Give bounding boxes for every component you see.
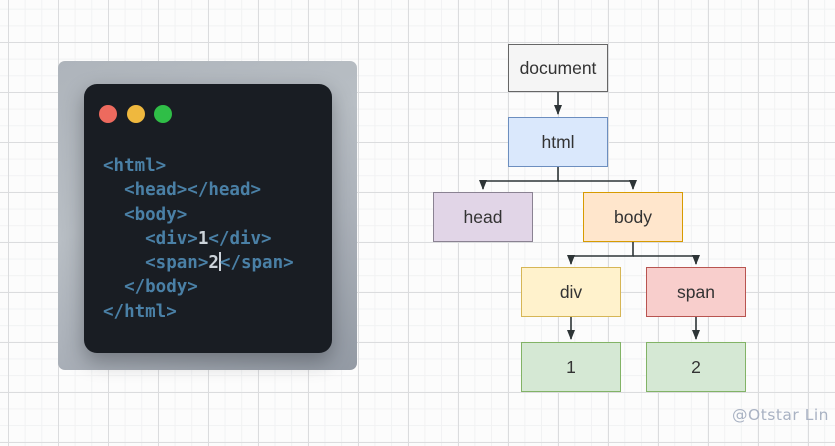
node-label: html [541, 131, 575, 152]
node-label: div [559, 281, 583, 302]
maximize-icon [154, 105, 172, 123]
tree-node-span: span [646, 267, 746, 317]
code-text-value: 2 [208, 253, 219, 274]
code-tag: <div> [103, 228, 198, 249]
node-label: document [519, 57, 597, 78]
tree-node-document: document [508, 44, 608, 92]
code-tag: <html> [103, 156, 167, 176]
code-tag: </span> [219, 253, 294, 274]
edge-html-body [558, 180, 637, 190]
code-line: </html> [103, 300, 294, 324]
window-controls [99, 105, 172, 123]
edge-body-span [633, 255, 700, 265]
watermark: @Otstar Lin [732, 406, 829, 424]
code-text-value: 1 [197, 228, 209, 249]
text-cursor [218, 252, 221, 272]
code-line: <body> [103, 203, 294, 227]
tree-node-html: html [508, 117, 608, 167]
tree-node-head: head [433, 192, 533, 242]
node-label: span [677, 281, 715, 302]
code-tag: <head></head> [103, 180, 262, 201]
node-label: 1 [566, 356, 576, 377]
code-line: <html> [103, 154, 294, 178]
code-line: <head></head> [103, 178, 294, 202]
code-tag: <body> [103, 204, 188, 225]
code-tag: </body> [103, 277, 198, 298]
minimize-icon [126, 105, 145, 123]
code-tag: <span> [103, 253, 209, 274]
node-label: body [614, 206, 652, 227]
code-line: <div>1</div> [103, 227, 294, 251]
close-icon [99, 105, 117, 123]
code-tag: </div> [208, 228, 272, 249]
node-label: head [463, 206, 503, 227]
code-line: <span>2</span> [103, 251, 294, 275]
code-line: </body> [103, 275, 294, 299]
tree-node-div: div [521, 267, 621, 317]
code-block: <html> <head></head> <body> <div>1</div>… [103, 154, 294, 324]
tree-node-body: body [583, 192, 683, 242]
code-editor-window: <html> <head></head> <body> <div>1</div>… [84, 84, 332, 353]
edge-body-div [567, 242, 634, 265]
tree-node-1: 1 [521, 342, 621, 392]
node-label: 2 [691, 356, 701, 377]
edge-html-head [479, 167, 559, 190]
code-tag: </html> [103, 301, 177, 322]
tree-node-2: 2 [646, 342, 746, 392]
